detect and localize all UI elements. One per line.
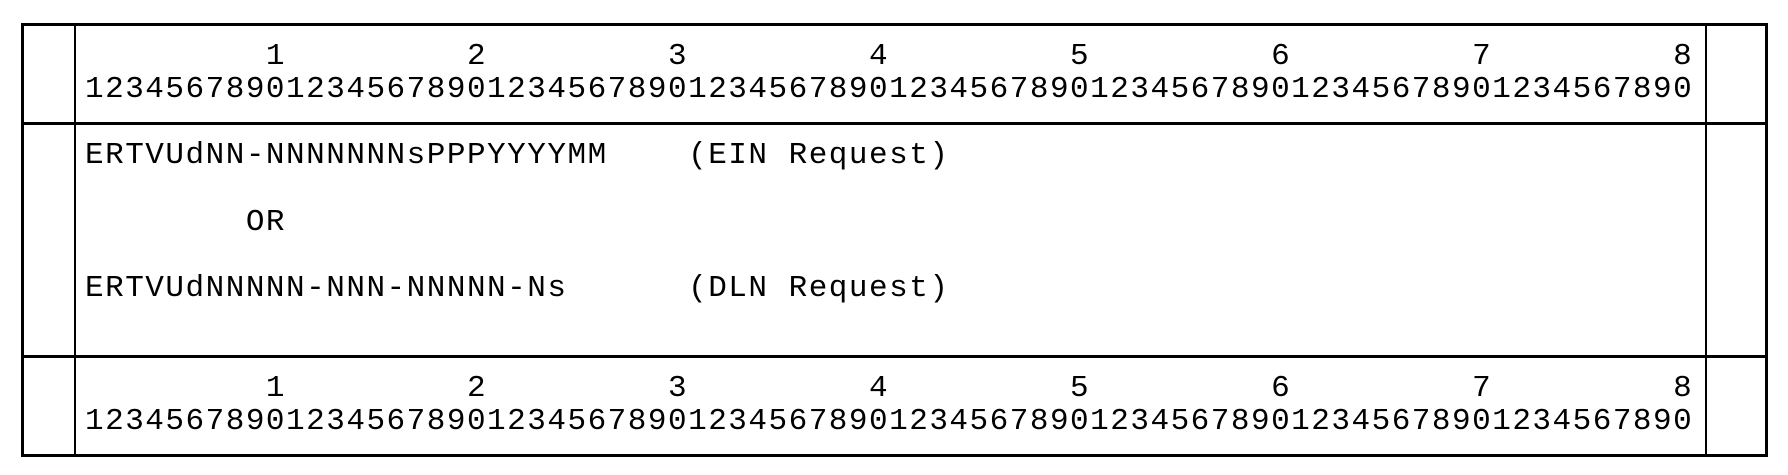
table-border-top xyxy=(22,23,1768,26)
column-divider-left xyxy=(74,23,76,457)
row-divider-2 xyxy=(22,355,1768,358)
ein-request-format: ERTVUdNN-NNNNNNNsPPPYYYYMM (EIN Request) xyxy=(85,138,950,173)
table-border-bottom xyxy=(22,454,1768,457)
ruler-bottom-tens: 1 2 3 4 5 6 7 8 xyxy=(85,371,1694,406)
ruler-top-units: 1234567890123456789012345678901234567890… xyxy=(85,72,1694,107)
or-label: OR xyxy=(85,205,287,240)
table-border-left xyxy=(21,23,24,457)
row-divider-1 xyxy=(22,122,1768,125)
ruler-top-tens: 1 2 3 4 5 6 7 8 xyxy=(85,39,1694,74)
ruler-bottom-units: 1234567890123456789012345678901234567890… xyxy=(85,404,1694,439)
dln-request-format: ERTVUdNNNNN-NNN-NNNNN-Ns (DLN Request) xyxy=(85,271,950,306)
column-divider-right xyxy=(1705,23,1707,457)
table-border-right xyxy=(1765,23,1768,457)
